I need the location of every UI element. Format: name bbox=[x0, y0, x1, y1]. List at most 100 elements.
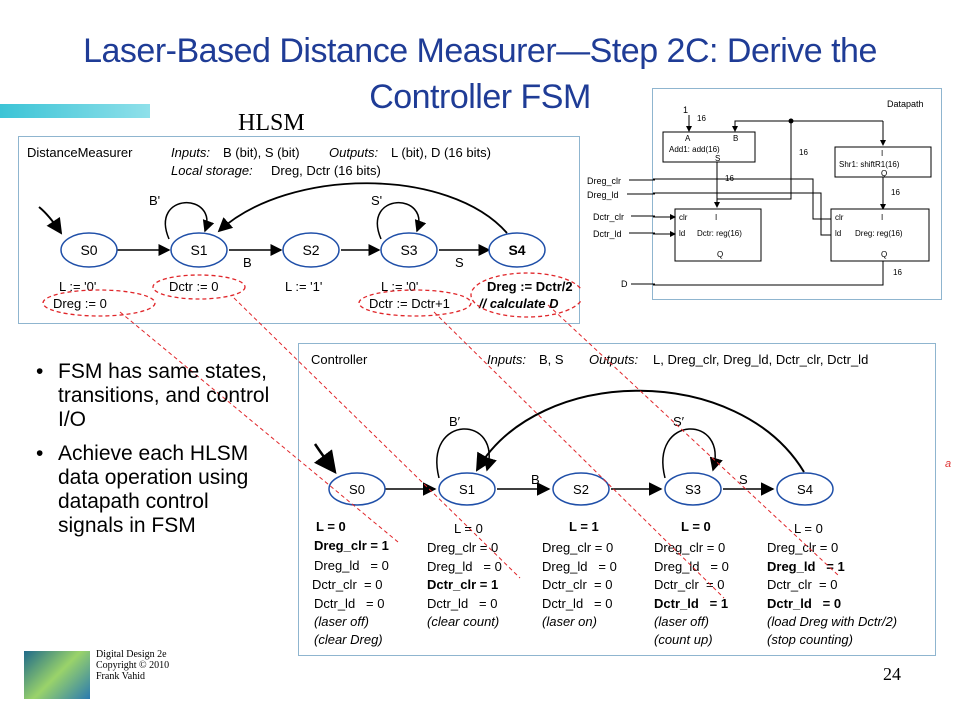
title-line-2: Controller FSM bbox=[369, 78, 591, 116]
hlsm-state-s2-label: S2 bbox=[302, 242, 319, 258]
hlsm-state-s2: S2 bbox=[282, 232, 340, 268]
s0-out-dreg-ld: Dreg_ld = 0 bbox=[314, 558, 389, 573]
s3-note-2: (count up) bbox=[654, 632, 713, 647]
hlsm-s1-action-dctr: Dctr := 0 bbox=[169, 279, 219, 294]
dreg-port-clr: clr bbox=[835, 213, 844, 222]
s0-out-dctr-ld: Dctr_ld = 0 bbox=[314, 596, 384, 611]
shifter-name: Shr1: shiftR1(16) bbox=[839, 160, 900, 169]
controller-outputs-keyword: Outputs: bbox=[589, 352, 639, 367]
title-line-1: Laser-Based Distance Measurer—Step 2C: D… bbox=[83, 32, 877, 70]
controller-state-s0-label: S0 bbox=[349, 482, 365, 497]
datapath-width-5: 16 bbox=[893, 268, 902, 277]
dctr-register: clr ld I Dctr: reg(16) Q bbox=[674, 208, 762, 262]
controller-state-s1-label: S1 bbox=[459, 482, 475, 497]
hlsm-trans-s-label: S bbox=[455, 255, 464, 270]
controller-state-s3: S3 bbox=[664, 472, 722, 506]
hlsm-diagram: DistanceMeasurer Inputs: B (bit), S (bit… bbox=[27, 145, 584, 318]
adder-port-b: B bbox=[733, 134, 738, 143]
s1-note-1: (clear count) bbox=[427, 614, 499, 629]
s2-out-dctr-clr: Dctr_clr = 0 bbox=[542, 577, 612, 592]
s0-note-2: (clear Dreg) bbox=[314, 632, 383, 647]
datapath-wire-dctr-fb bbox=[717, 121, 792, 200]
s2-out-dctr-ld: Dctr_ld = 0 bbox=[542, 596, 612, 611]
s3-out-l: L = 0 bbox=[681, 519, 711, 534]
s1-out-l: L = 0 bbox=[454, 521, 483, 536]
s4-out-dreg-ld: Dreg_ld = 1 bbox=[767, 559, 845, 574]
hlsm-s3-action-dctr: Dctr := Dctr+1 bbox=[369, 296, 450, 311]
hlsm-state-s0-label: S0 bbox=[80, 242, 97, 258]
bullet-list: FSM has same states, transitions, and co… bbox=[36, 360, 276, 548]
s0-out-dreg-clr: Dreg_clr = 1 bbox=[314, 538, 389, 553]
s4-out-dreg-clr: Dreg_clr = 0 bbox=[767, 540, 838, 555]
hlsm-local-keyword: Local storage: bbox=[171, 163, 253, 178]
wire-dreg-ld bbox=[593, 192, 831, 236]
controller-col-s2: L = 1 Dreg_clr = 0 Dreg_ld = 0 Dctr_clr … bbox=[542, 519, 617, 629]
dreg-port-i: I bbox=[881, 213, 883, 222]
controller-inputs: B, S bbox=[539, 352, 564, 367]
s3-out-dreg-ld: Dreg_ld = 0 bbox=[654, 559, 729, 574]
s0-out-l: L = 0 bbox=[316, 519, 346, 534]
signal-dreg-ld: Dreg_ld bbox=[587, 190, 619, 200]
s1-out-dreg-ld: Dreg_ld = 0 bbox=[427, 559, 502, 574]
datapath-width-4: 16 bbox=[891, 188, 900, 197]
dctr-port-ld: ld bbox=[679, 229, 685, 238]
adder-name: Add1: add(16) bbox=[669, 145, 720, 154]
hlsm-inputs-keyword: Inputs: bbox=[171, 145, 210, 160]
controller-col-s0: L = 0 Dreg_clr = 1 Dreg_ld = 0 Dctr_clr … bbox=[312, 519, 389, 647]
s4-out-l: L = 0 bbox=[794, 521, 823, 536]
hlsm-outputs: L (bit), D (16 bits) bbox=[391, 145, 491, 160]
dctr-port-q: Q bbox=[717, 250, 723, 259]
accent-bar bbox=[0, 104, 150, 118]
hlsm-s2-action-l: L := '1' bbox=[285, 279, 322, 294]
bullet-2: Achieve each HLSM data operation using d… bbox=[36, 442, 276, 538]
controller-state-s2-label: S2 bbox=[573, 482, 589, 497]
s3-out-dctr-ld: Dctr_ld = 1 bbox=[654, 596, 728, 611]
footer-line-2: Copyright © 2010 bbox=[96, 660, 170, 671]
hlsm-highlight-s0 bbox=[42, 289, 156, 317]
hlsm-s0-action-dreg: Dreg := 0 bbox=[53, 296, 107, 311]
s1-out-dctr-ld: Dctr_ld = 0 bbox=[427, 596, 497, 611]
hlsm-state-s4-label: S4 bbox=[508, 242, 525, 258]
adder-block: A B Add1: add(16) S bbox=[662, 131, 756, 163]
hlsm-s4-action-dreg: Dreg := Dctr/2 bbox=[487, 279, 573, 294]
s0-out-dctr-clr: Dctr_clr = 0 bbox=[312, 577, 382, 592]
dreg-register: clr ld I Dreg: reg(16) Q bbox=[830, 208, 930, 262]
page-number: 24 bbox=[883, 664, 901, 684]
datapath-wire-fb bbox=[732, 120, 791, 132]
s4-note-2: (stop counting) bbox=[767, 632, 853, 647]
s1-out-dreg-clr: Dreg_clr = 0 bbox=[427, 540, 498, 555]
controller-col-s1: L = 0 Dreg_clr = 0 Dreg_ld = 0 Dctr_clr … bbox=[427, 521, 502, 629]
controller-trans-b-label: B bbox=[531, 472, 540, 487]
hlsm-loop-s3 bbox=[376, 201, 427, 240]
datapath-title: Datapath bbox=[887, 99, 924, 109]
datapath-signal-labels: Dreg_clr Dreg_ld Dctr_clr Dctr_ld D bbox=[587, 176, 655, 289]
s3-out-dctr-clr: Dctr_clr = 0 bbox=[654, 577, 724, 592]
wire-output-d bbox=[632, 261, 884, 288]
hlsm-loop-s1 bbox=[164, 201, 215, 240]
shifter-block: I Shr1: shiftR1(16) Q bbox=[834, 146, 932, 178]
hlsm-entry-arrow bbox=[38, 206, 63, 235]
dctr-port-i: I bbox=[715, 213, 717, 222]
bullet-1: FSM has same states, transitions, and co… bbox=[36, 360, 276, 432]
controller-trans-s-label: S bbox=[739, 472, 748, 487]
hlsm-s4-comment: // calculate D bbox=[478, 296, 559, 311]
hlsm-loop-b-label: B' bbox=[149, 193, 160, 208]
controller-arrow-s4-s1 bbox=[475, 389, 805, 473]
controller-entry-arrow bbox=[313, 443, 337, 475]
hlsm-state-s1-label: S1 bbox=[190, 242, 207, 258]
hlsm-state-s1: S1 bbox=[170, 232, 228, 268]
s4-out-dctr-ld: Dctr_ld = 0 bbox=[767, 596, 841, 611]
s2-out-l: L = 1 bbox=[569, 519, 599, 534]
hlsm-s3-action-l: L := '0' bbox=[381, 279, 418, 294]
hlsm-outputs-keyword: Outputs: bbox=[329, 145, 379, 160]
s2-out-dreg-ld: Dreg_ld = 0 bbox=[542, 559, 617, 574]
controller-state-s4-label: S4 bbox=[797, 482, 813, 497]
hlsm-local: Dreg, Dctr (16 bits) bbox=[271, 163, 381, 178]
controller-inputs-keyword: Inputs: bbox=[487, 352, 526, 367]
s2-out-dreg-clr: Dreg_clr = 0 bbox=[542, 540, 613, 555]
hlsm-state-s3-label: S3 bbox=[400, 242, 417, 258]
footer-line-1: Digital Design 2e bbox=[96, 649, 167, 660]
signal-dctr-ld: Dctr_ld bbox=[593, 229, 622, 239]
controller-state-s1: S1 bbox=[438, 472, 496, 506]
datapath-width-1: 16 bbox=[697, 114, 706, 123]
